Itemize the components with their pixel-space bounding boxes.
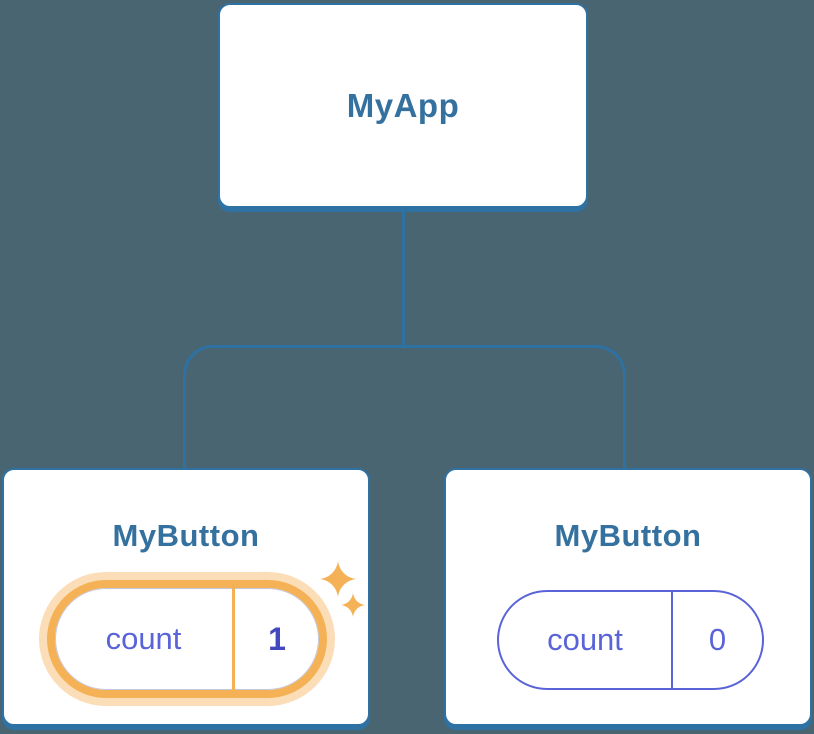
state-value: 0 — [708, 622, 727, 657]
node-title-mybutton-left: MyButton — [112, 518, 260, 553]
sparkle-icon-small — [341, 593, 365, 617]
node-title-mybutton-right: MyButton — [554, 518, 702, 553]
state-pill-plain: count 0 — [497, 590, 764, 690]
state-name-label: count — [105, 621, 182, 656]
connector-branch-line — [183, 345, 626, 468]
tree-node-myapp: MyApp — [218, 3, 588, 208]
state-name-label: count — [547, 622, 623, 657]
tree-node-mybutton-left: MyButton count 1 — [2, 468, 370, 726]
state-value: 1 — [268, 620, 286, 657]
pill-divider — [232, 588, 235, 690]
sparkle-icon-large — [320, 561, 356, 597]
pill-divider — [671, 592, 673, 688]
node-title-myapp: MyApp — [346, 86, 460, 124]
state-pill-highlighted: count 1 — [47, 580, 327, 698]
connector-stem-line — [402, 210, 405, 346]
tree-node-mybutton-right: MyButton count 0 — [444, 468, 812, 726]
